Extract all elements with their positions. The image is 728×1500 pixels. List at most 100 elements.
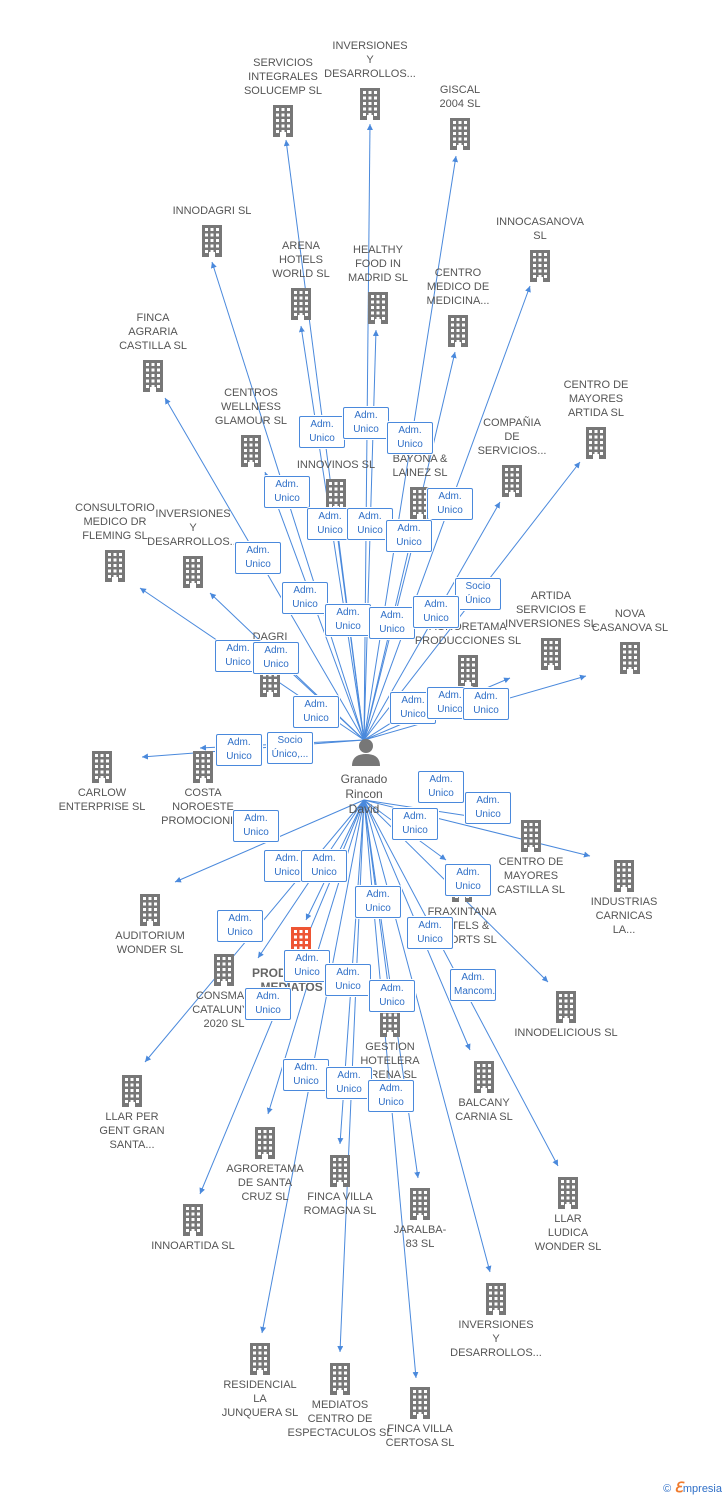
company-label[interactable]: CONSULTORIO MEDICO DR FLEMING SL bbox=[75, 502, 155, 542]
relation-badge[interactable]: Adm. Unico bbox=[326, 1067, 372, 1099]
building-icon[interactable] bbox=[136, 892, 164, 926]
building-icon[interactable] bbox=[582, 425, 610, 459]
building-icon[interactable] bbox=[287, 286, 315, 320]
relation-badge[interactable]: Adm. Unico bbox=[368, 1080, 414, 1112]
building-icon[interactable] bbox=[139, 358, 167, 392]
building-icon[interactable] bbox=[470, 1059, 498, 1093]
relation-badge[interactable]: Adm. Unico bbox=[465, 792, 511, 824]
company-label[interactable]: COMPAÑIA DE SERVICIOS... bbox=[477, 417, 547, 457]
building-icon[interactable] bbox=[179, 1202, 207, 1236]
building-icon[interactable] bbox=[616, 640, 644, 674]
building-icon[interactable] bbox=[246, 1341, 274, 1375]
company-label[interactable]: ARTIDA SERVICIOS E INVERSIONES SL bbox=[505, 590, 597, 630]
relation-badge[interactable]: Adm. Unico bbox=[253, 642, 299, 674]
building-icon[interactable] bbox=[446, 116, 474, 150]
company-label[interactable]: FINCA VILLA CERTOSA SL bbox=[385, 1423, 455, 1449]
building-icon[interactable] bbox=[554, 1175, 582, 1209]
company-label[interactable]: FINCA VILLA ROMAGNA SL bbox=[303, 1191, 377, 1217]
building-icon[interactable] bbox=[454, 653, 482, 687]
relation-badge[interactable]: Adm. Unico bbox=[407, 917, 453, 949]
person-name[interactable]: Granado Rincon David bbox=[340, 772, 388, 816]
company-label[interactable]: CENTRO MEDICO DE MEDICINA... bbox=[426, 267, 490, 307]
relation-badge[interactable]: Adm. Unico bbox=[343, 407, 389, 439]
company-label[interactable]: INDUSTRIAS CARNICAS LA... bbox=[590, 896, 658, 936]
building-icon[interactable] bbox=[482, 1281, 510, 1315]
relation-badge[interactable]: Adm. Unico bbox=[413, 596, 459, 628]
company-label[interactable]: GESTION HOTELERA ARENA SL bbox=[360, 1041, 420, 1081]
relation-badge[interactable]: Adm. Unico bbox=[369, 980, 415, 1012]
relation-badge[interactable]: Socio Único,... bbox=[267, 732, 313, 764]
building-icon[interactable] bbox=[210, 952, 238, 986]
relation-badge[interactable]: Adm. Unico bbox=[445, 864, 491, 896]
company-label[interactable]: BAYONA & LAINEZ SL bbox=[392, 453, 448, 479]
relation-badge[interactable]: Adm. Unico bbox=[369, 607, 415, 639]
relation-badge[interactable]: Adm. Unico bbox=[307, 508, 353, 540]
company-label[interactable]: FINCA AGRARIA CASTILLA SL bbox=[119, 312, 187, 352]
building-icon[interactable] bbox=[101, 548, 129, 582]
relation-badge[interactable]: Adm. Unico bbox=[217, 910, 263, 942]
building-icon[interactable] bbox=[118, 1073, 146, 1107]
company-label[interactable]: CENTRO DE MAYORES CASTILLA SL bbox=[497, 856, 565, 896]
building-icon[interactable] bbox=[322, 477, 350, 511]
company-label[interactable]: BALCANY CARNIA SL bbox=[455, 1097, 513, 1123]
person-node[interactable] bbox=[350, 736, 382, 768]
company-label[interactable]: CARLOW ENTERPRISE SL bbox=[58, 787, 146, 813]
relation-badge[interactable]: Adm. Unico bbox=[463, 688, 509, 720]
company-label[interactable]: MEDIATOS CENTRO DE ESPECTACULOS SL bbox=[287, 1399, 393, 1439]
building-icon[interactable] bbox=[552, 989, 580, 1023]
relation-badge[interactable]: Adm. Unico bbox=[325, 604, 371, 636]
building-icon[interactable] bbox=[444, 313, 472, 347]
building-icon[interactable] bbox=[88, 749, 116, 783]
relation-badge[interactable]: Adm. Unico bbox=[245, 988, 291, 1020]
company-label[interactable]: LLAR LUDICA WONDER SL bbox=[534, 1213, 602, 1253]
company-label[interactable]: RESIDENCIAL LA JUNQUERA SL bbox=[221, 1379, 299, 1419]
building-icon[interactable] bbox=[189, 749, 217, 783]
relation-badge[interactable]: Adm. Unico bbox=[387, 422, 433, 454]
company-label[interactable]: INVERSIONES Y DESARROLLOS... bbox=[324, 40, 416, 80]
relation-badge[interactable]: Adm. Unico bbox=[392, 808, 438, 840]
building-icon[interactable] bbox=[498, 463, 526, 497]
building-icon[interactable] bbox=[406, 485, 434, 519]
relation-badge[interactable]: Adm. Unico bbox=[283, 1059, 329, 1091]
company-label[interactable]: INNOARTIDA SL bbox=[151, 1240, 235, 1252]
company-label[interactable]: NOVA CASANOVA SL bbox=[591, 608, 669, 634]
company-label[interactable]: INVERSIONES Y DESARROLLOS... bbox=[450, 1319, 542, 1359]
company-label[interactable]: SERVICIOS INTEGRALES SOLUCEMP SL bbox=[243, 57, 323, 97]
company-label[interactable]: GISCAL 2004 SL bbox=[439, 84, 481, 110]
relation-badge[interactable]: Adm. Mancom. bbox=[450, 969, 496, 1001]
company-label[interactable]: INNODELICIOUS SL bbox=[514, 1027, 618, 1039]
building-icon[interactable] bbox=[251, 1125, 279, 1159]
relation-badge[interactable]: Adm. Unico bbox=[347, 508, 393, 540]
relation-badge[interactable]: Adm. Unico bbox=[355, 886, 401, 918]
company-label[interactable]: CENTROS WELLNESS GLAMOUR SL bbox=[214, 387, 288, 427]
building-icon[interactable] bbox=[610, 858, 638, 892]
building-icon[interactable] bbox=[364, 290, 392, 324]
company-label[interactable]: ARENA HOTELS WORLD SL bbox=[272, 240, 330, 280]
company-label[interactable]: JARALBA- 83 SL bbox=[393, 1224, 447, 1250]
company-label[interactable]: LLAR PER GENT GRAN SANTA... bbox=[99, 1111, 165, 1151]
company-label[interactable]: HEALTHY FOOD IN MADRID SL bbox=[348, 244, 408, 284]
building-icon[interactable] bbox=[326, 1153, 354, 1187]
relation-badge[interactable]: Adm. Unico bbox=[386, 520, 432, 552]
company-label[interactable]: AUDITORIUM WONDER SL bbox=[115, 930, 185, 956]
company-label[interactable]: INNOCASANOVA SL bbox=[496, 216, 584, 242]
building-icon[interactable] bbox=[179, 554, 207, 588]
relation-badge[interactable]: Adm. Unico bbox=[264, 476, 310, 508]
relation-badge[interactable]: Adm. Unico bbox=[235, 542, 281, 574]
company-label[interactable]: CONSMAR CATALUNYA 2020 SL bbox=[192, 990, 256, 1030]
building-icon[interactable] bbox=[526, 248, 554, 282]
building-icon[interactable] bbox=[326, 1361, 354, 1395]
building-icon[interactable] bbox=[406, 1385, 434, 1419]
building-icon[interactable] bbox=[537, 636, 565, 670]
relation-badge[interactable]: Adm. Unico bbox=[325, 964, 371, 996]
relation-badge[interactable]: Socio Único bbox=[455, 578, 501, 610]
relation-badge[interactable]: Adm. Unico bbox=[301, 850, 347, 882]
building-icon[interactable] bbox=[237, 433, 265, 467]
relation-badge[interactable]: Adm. Unico bbox=[233, 810, 279, 842]
relation-badge[interactable]: Adm. Unico bbox=[282, 582, 328, 614]
company-label[interactable]: AGRORETAMA PRODUCCIONES SL bbox=[414, 621, 522, 647]
building-icon[interactable] bbox=[517, 818, 545, 852]
building-icon[interactable] bbox=[198, 223, 226, 257]
relation-badge[interactable]: Adm. Unico bbox=[284, 950, 330, 982]
company-label[interactable]: CENTRO DE MAYORES ARTIDA SL bbox=[563, 379, 629, 419]
